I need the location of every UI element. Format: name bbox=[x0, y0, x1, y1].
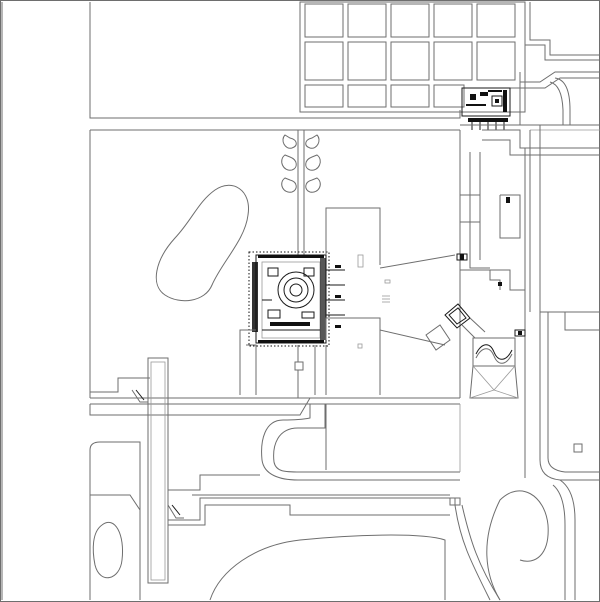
east-west-road-north bbox=[90, 124, 600, 398]
south-curved-drive bbox=[261, 404, 460, 481]
linear-building bbox=[131, 357, 184, 584]
south-road bbox=[168, 494, 461, 526]
wave-sculpture-building bbox=[469, 337, 519, 399]
south-wing-buildings bbox=[239, 329, 327, 398]
pavilion bbox=[425, 303, 486, 351]
south-lawn bbox=[209, 479, 576, 601]
north-entrance-loops bbox=[281, 130, 321, 255]
east-mid-area bbox=[456, 125, 600, 478]
east-road bbox=[539, 312, 600, 481]
parking-grid bbox=[304, 3, 516, 108]
central-campus-parcel bbox=[89, 130, 460, 405]
north-service-building bbox=[461, 87, 511, 130]
west-road-stub bbox=[89, 377, 311, 416]
north-parking-outline bbox=[299, 1, 526, 113]
main-building-complex bbox=[248, 251, 345, 347]
north-east-roads bbox=[510, 2, 600, 125]
pond-outline bbox=[155, 184, 249, 302]
south-west-parcel bbox=[1, 2, 260, 600]
north-parcel bbox=[89, 1, 526, 119]
east-wing-buildings bbox=[325, 207, 456, 395]
